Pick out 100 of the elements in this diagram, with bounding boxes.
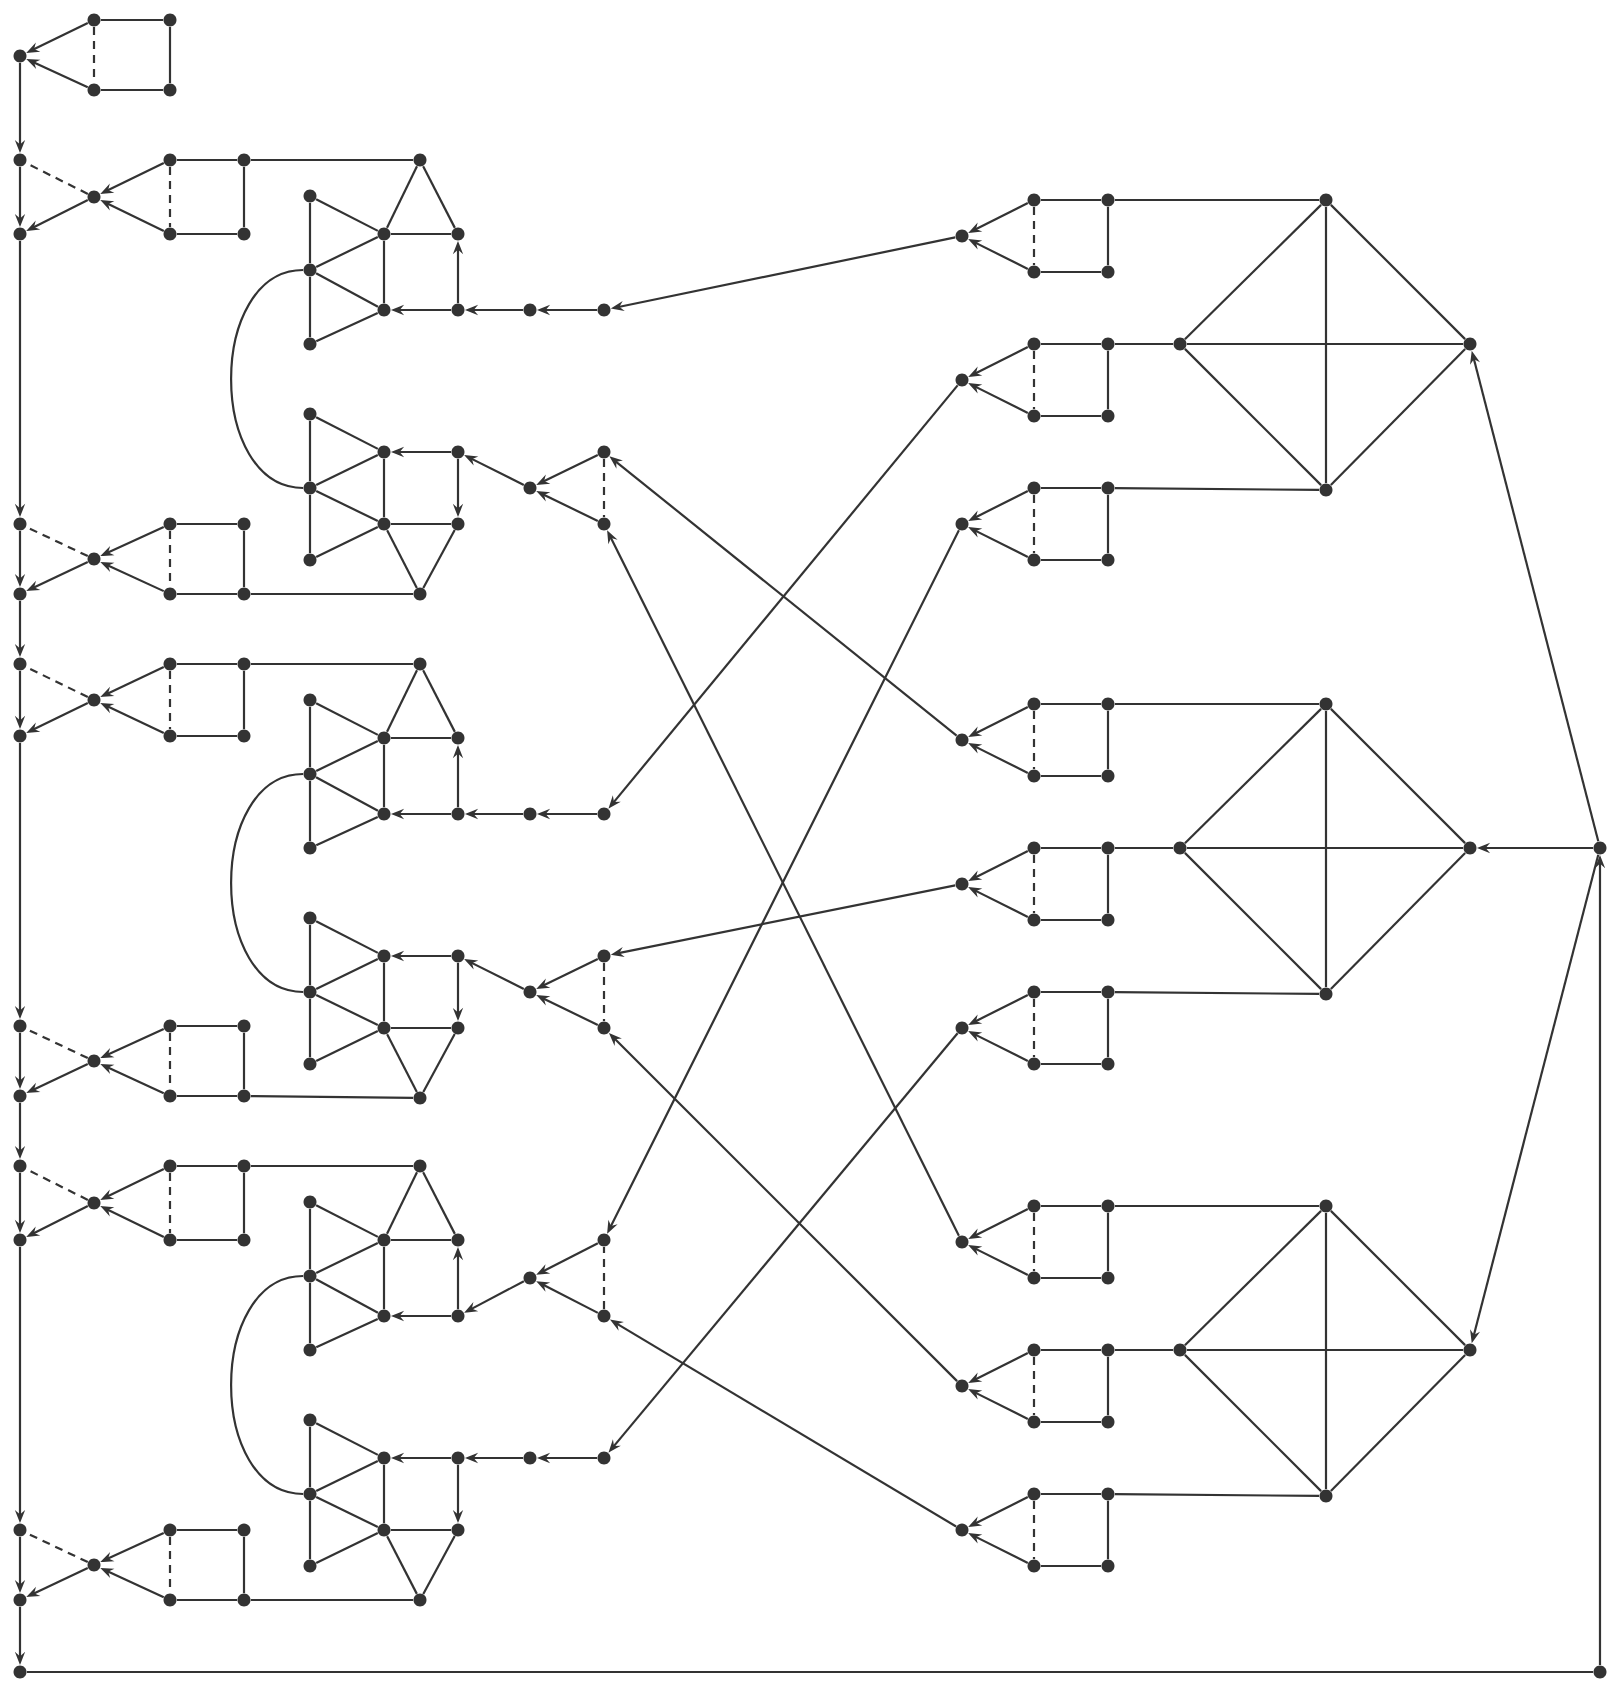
- connector-line: [1184, 1354, 1322, 1492]
- connector-line: [230, 268, 304, 490]
- connector-line: [308, 420, 312, 482]
- connector-line: [315, 1030, 379, 1062]
- connector-line: [1106, 1500, 1110, 1560]
- connector-line: [1040, 342, 1102, 346]
- connector-line: [176, 158, 238, 162]
- connector-line: [382, 744, 386, 808]
- connector-line: [1184, 348, 1322, 486]
- connector-line: [1106, 350, 1110, 410]
- connector-line: [422, 165, 456, 229]
- connector-line: [242, 1032, 246, 1090]
- connector-line: [168, 166, 172, 228]
- connector-line: [422, 1033, 456, 1093]
- connector-line: [386, 529, 418, 589]
- connector-line: [250, 1164, 414, 1168]
- connector-line: [1040, 1564, 1102, 1568]
- connector-line: [602, 458, 606, 518]
- connector-line: [1040, 414, 1102, 418]
- connector-line: [315, 311, 379, 343]
- connector-line: [242, 1172, 246, 1234]
- connector-line: [1184, 852, 1322, 990]
- connector-line: [1106, 854, 1110, 914]
- connector-line: [176, 1598, 238, 1602]
- connector-line: [1032, 206, 1036, 266]
- connector-line: [176, 662, 238, 666]
- connector-line: [1330, 1354, 1466, 1492]
- connector-line: [315, 1532, 379, 1564]
- connector-line: [1106, 1356, 1110, 1416]
- connector-line: [315, 236, 379, 268]
- connector-line: [242, 166, 246, 228]
- connector-line: [230, 772, 304, 994]
- connector-line: [1032, 494, 1036, 554]
- connector-line: [1114, 846, 1174, 850]
- connector-line: [1032, 350, 1036, 410]
- connector-line: [250, 1598, 414, 1602]
- connector-line: [1330, 204, 1466, 340]
- connector-line: [315, 526, 379, 558]
- connector-line: [315, 1460, 379, 1492]
- connector-line: [308, 924, 312, 986]
- connector-line: [1114, 487, 1320, 492]
- connector-line: [25, 666, 89, 698]
- connector-line: [176, 1024, 238, 1028]
- connector-line: [1040, 198, 1102, 202]
- connector-line: [250, 662, 414, 666]
- connector-line: [1040, 1348, 1102, 1352]
- connector-line: [25, 162, 89, 195]
- connector-line: [1032, 1356, 1036, 1416]
- connector-line: [315, 920, 379, 954]
- connector-line: [1330, 1210, 1466, 1346]
- connector-line: [1324, 710, 1328, 988]
- connector-line: [382, 1464, 386, 1524]
- connector-line: [315, 815, 379, 847]
- connector-line: [1106, 206, 1110, 266]
- connector-line: [308, 1426, 312, 1488]
- connector-line: [390, 232, 452, 236]
- connector-line: [315, 416, 379, 450]
- connector-line: [308, 1208, 312, 1270]
- connector-line: [386, 165, 418, 229]
- connector-line: [315, 1242, 379, 1274]
- connector-line: [308, 706, 312, 768]
- connector-line: [1114, 702, 1320, 706]
- connector-line: [386, 1535, 418, 1595]
- connector-line: [386, 669, 418, 733]
- connector-line: [1032, 1500, 1036, 1560]
- connector-line: [168, 670, 172, 730]
- connector-line: [386, 1171, 418, 1235]
- connector-line: [25, 525, 89, 558]
- connector-line: [1040, 1420, 1102, 1424]
- connector-line: [308, 998, 312, 1058]
- connector-line: [1040, 918, 1102, 922]
- connector-line: [176, 1238, 238, 1242]
- connector-line: [315, 1422, 379, 1456]
- connector-line: [1106, 998, 1110, 1058]
- connector-line: [602, 962, 606, 1022]
- connector-line: [382, 962, 386, 1022]
- connector-line: [390, 522, 452, 526]
- connector-line: [422, 529, 456, 589]
- connector-line: [1032, 998, 1036, 1058]
- connector-line: [390, 1238, 452, 1242]
- connector-line: [308, 276, 312, 338]
- connector-line: [390, 736, 452, 740]
- connector-line: [308, 1500, 312, 1560]
- connector-line: [242, 1536, 246, 1594]
- connector-line: [1040, 1204, 1102, 1208]
- connector-line: [176, 592, 238, 596]
- connector-line: [315, 272, 379, 308]
- connector-line: [1114, 198, 1320, 202]
- connector-line: [1040, 990, 1102, 994]
- connector-line: [422, 1171, 456, 1235]
- connector-line: [386, 1033, 418, 1093]
- connector-line: [382, 240, 386, 304]
- connector-line: [25, 1168, 89, 1201]
- connector-line: [1040, 702, 1102, 706]
- connector-line: [315, 958, 379, 990]
- connector-line: [1186, 342, 1464, 346]
- connector-line: [308, 780, 312, 842]
- connector-line: [1106, 494, 1110, 554]
- connector-line: [1106, 710, 1110, 770]
- connector-line: [1040, 1062, 1102, 1066]
